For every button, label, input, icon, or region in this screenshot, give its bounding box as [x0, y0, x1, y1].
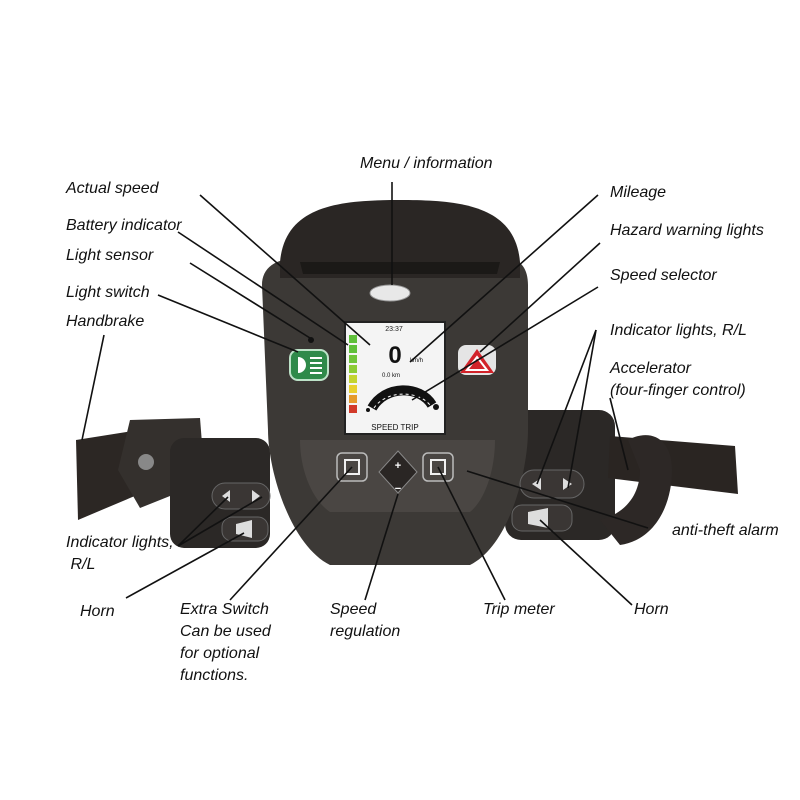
- label-indicator-lights-left: Indicator lights, R/L: [66, 534, 174, 573]
- label-handbrake: Handbrake: [66, 313, 145, 330]
- label-actual-speed: Actual speed: [66, 180, 159, 197]
- label-hazard-warning-lights: Hazard warning lights: [610, 222, 764, 239]
- display-speed-unit: km/h: [410, 358, 423, 364]
- light-switch-button[interactable]: [289, 349, 329, 381]
- label-light-sensor: Light sensor: [66, 247, 154, 264]
- label-mileage: Mileage: [610, 184, 667, 201]
- display-speed-value: 0: [388, 342, 401, 369]
- lcd-display: [344, 321, 446, 435]
- label-light-switch: Light switch: [66, 284, 150, 301]
- headlight-icon: [298, 357, 322, 374]
- label-indicator-lights-right: Indicator lights, R/L: [610, 322, 747, 339]
- accelerator-lever: [600, 435, 672, 545]
- menu-information-button[interactable]: [369, 284, 411, 302]
- label-trip-meter: Trip meter: [483, 601, 555, 618]
- indicator-lights-right-button[interactable]: [519, 469, 585, 499]
- battery-indicator: [349, 335, 357, 413]
- speed-selector-arc: [367, 385, 437, 411]
- label-anti-theft-alarm: anti-theft alarm: [672, 522, 779, 539]
- label-extra-switch: Extra Switch Can be used for optional fu…: [180, 601, 271, 684]
- display-mileage: 0.0 km: [382, 373, 400, 379]
- speed-plus-label: +: [395, 460, 401, 472]
- label-speed-selector: Speed selector: [610, 267, 717, 284]
- label-speed-regulation: Speed regulation: [330, 601, 401, 640]
- display-footer: SPEED TRIP: [371, 423, 418, 432]
- leader-lines: [81, 182, 649, 606]
- label-accelerator: Accelerator (four-finger control): [610, 360, 746, 399]
- display-time: 23:37: [385, 326, 403, 333]
- console-hood: [280, 200, 520, 278]
- handlebar-bolt: [138, 454, 154, 470]
- label-menu-information: Menu / information: [360, 155, 493, 172]
- label-battery-indicator: Battery indicator: [66, 217, 182, 234]
- label-horn-right: Horn: [634, 601, 669, 618]
- speed-minus-label: −: [395, 483, 401, 495]
- indicator-arrows-icon: [222, 490, 260, 502]
- label-horn-left: Horn: [80, 603, 115, 620]
- speed-regulation-button[interactable]: [378, 450, 418, 494]
- horn-icon: [236, 520, 252, 538]
